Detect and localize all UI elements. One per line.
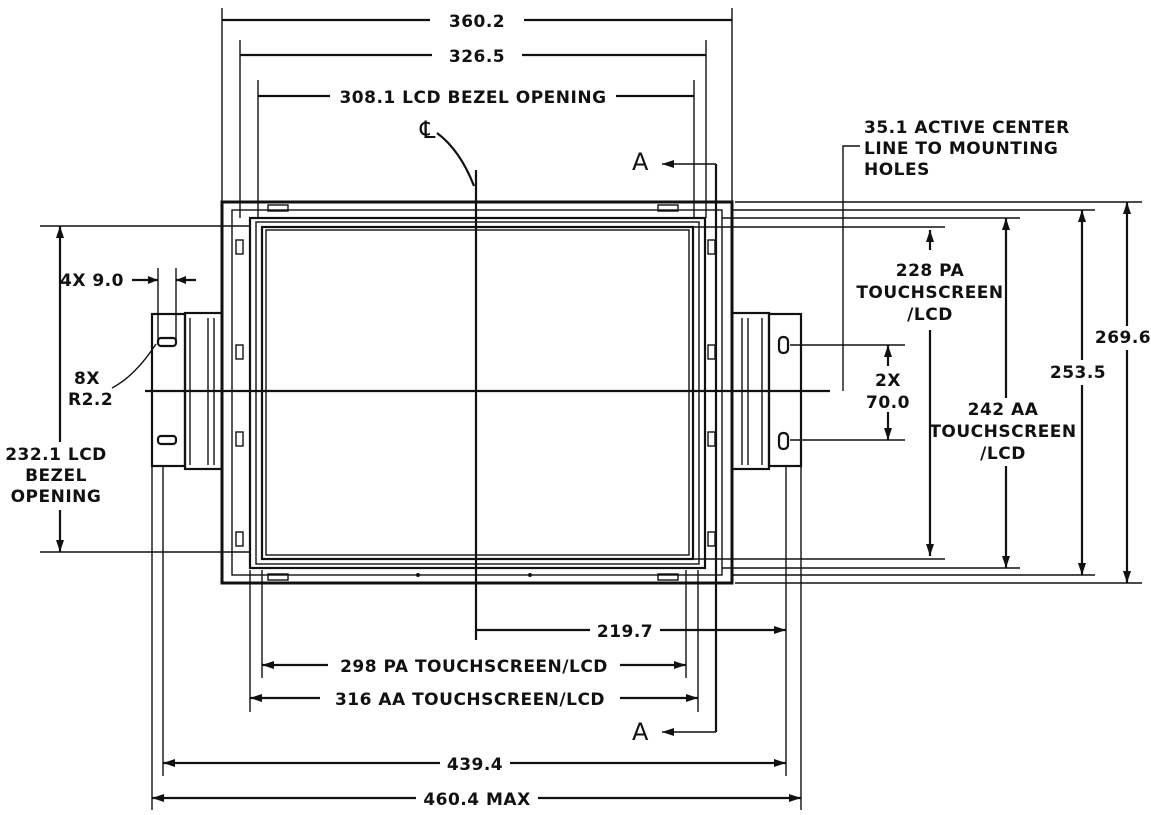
label-pa-width: 298 PA TOUCHSCREEN/LCD (340, 657, 608, 677)
viewing-area (265, 229, 690, 556)
label-height-253: 253.5 (1050, 363, 1106, 383)
label-aa-height: TOUCHSCREEN (929, 422, 1076, 442)
corner-tab (267, 573, 289, 581)
side-clip (235, 239, 244, 255)
bezel-edge (248, 216, 707, 570)
mounting-slot (777, 431, 790, 451)
label-radius: 8X (74, 369, 100, 389)
bezel-inner-edge (255, 221, 700, 565)
dim-overall-width: 360.2 (221, 8, 733, 202)
side-clip (707, 344, 716, 360)
mounting-slot (777, 335, 790, 355)
dim-offset-219: 219.7 (476, 466, 787, 776)
note-active-center-line: 35.1 ACTIVE CENTER LINE TO MOUNTING HOLE… (842, 118, 1070, 391)
note-line: HOLES (864, 160, 930, 180)
side-clip (707, 431, 716, 447)
label-overall-height: 269.6 (1095, 328, 1151, 348)
active-area-edge (260, 225, 695, 561)
frame-dot (416, 573, 420, 577)
dim-lcd-bezel-width: 308.1 LCD BEZEL OPENING (257, 80, 695, 218)
dim-radius: 8X R2.2 (68, 343, 157, 410)
label-slot-width: 4X 9.0 (60, 271, 124, 291)
dim-aa-width: 316 AA TOUCHSCREEN/LCD (249, 570, 699, 712)
section-marker-top: A (632, 148, 718, 732)
label-lcd-bezel-height: 232.1 LCD (5, 445, 107, 465)
label-bracket-span: 439.4 (447, 755, 503, 775)
label-aa-height: /LCD (980, 444, 1026, 464)
label-lcd-bezel-width: 308.1 LCD BEZEL OPENING (339, 88, 606, 108)
section-marker-bottom: A (632, 718, 716, 746)
corner-tab (657, 204, 679, 212)
side-clip (707, 239, 716, 255)
label-pa-height: /LCD (907, 305, 953, 325)
side-clip (235, 344, 244, 360)
label-max-width: 460.4 MAX (423, 790, 530, 810)
label-aa-height: 242 AA (968, 400, 1039, 420)
section-label-bottom: A (632, 718, 649, 746)
dim-aa-height: 242 AA TOUCHSCREEN /LCD (722, 217, 1076, 569)
label-radius: R2.2 (68, 390, 113, 410)
label-offset-219: 219.7 (597, 622, 653, 642)
label-pa-height: TOUCHSCREEN (856, 283, 1003, 303)
centerline-leader (436, 132, 476, 187)
dim-inner-width: 326.5 (239, 40, 707, 218)
note-line: 35.1 ACTIVE CENTER (864, 118, 1070, 138)
note-line: LINE TO MOUNTING (864, 139, 1058, 159)
dim-lcd-bezel-height: 232.1 LCD BEZEL OPENING (5, 225, 250, 553)
dim-pa-height: 228 PA TOUCHSCREEN /LCD (693, 226, 1003, 560)
dim-hole-spacing: 2X 70.0 (790, 344, 910, 441)
frame-dot (528, 573, 532, 577)
dim-slot-width: 4X 9.0 (60, 268, 196, 340)
label-hole-spacing: 2X (875, 371, 901, 391)
mounting-slot (156, 434, 178, 446)
dim-overall-height: 269.6 (735, 201, 1151, 584)
label-overall-width: 360.2 (449, 12, 505, 32)
dim-pa-width: 298 PA TOUCHSCREEN/LCD (261, 570, 687, 678)
corner-tab (267, 204, 289, 212)
side-clip (235, 431, 244, 447)
side-clip (707, 531, 716, 547)
label-aa-width: 316 AA TOUCHSCREEN/LCD (335, 690, 605, 710)
mounting-slot (156, 336, 178, 348)
label-inner-width: 326.5 (449, 47, 505, 67)
dim-height-253: 253.5 (732, 209, 1106, 576)
label-pa-height: 228 PA (896, 261, 965, 281)
dim-max-width: 460.4 MAX (151, 466, 802, 810)
section-label-top: A (632, 148, 649, 176)
label-lcd-bezel-height: OPENING (11, 487, 102, 507)
side-clip (235, 531, 244, 547)
corner-tab (657, 573, 679, 581)
label-hole-spacing: 70.0 (866, 393, 910, 413)
label-lcd-bezel-height: BEZEL (25, 466, 87, 486)
centerline-symbol: ℄ (419, 116, 436, 144)
dim-bracket-span: 439.4 (162, 466, 786, 776)
